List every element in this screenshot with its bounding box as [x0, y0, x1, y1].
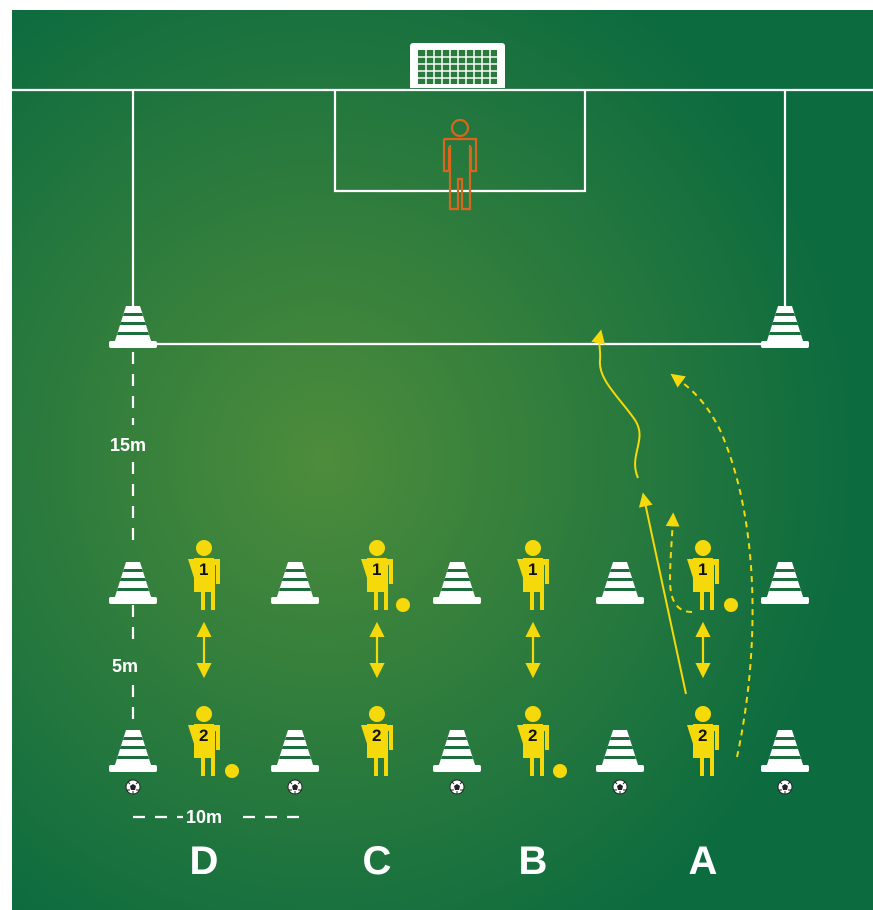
group-b-player-1: 1	[517, 540, 549, 610]
group-label-a: A	[689, 839, 718, 883]
player-number: 2	[372, 726, 381, 745]
soccer-ball-icon	[777, 779, 793, 795]
ball-dot	[724, 598, 738, 612]
goalkeeper-icon	[442, 118, 478, 211]
group-c-player-2: 2	[361, 706, 393, 776]
overlap-run-path	[670, 373, 754, 758]
dribble-path	[591, 329, 641, 479]
group-d-player-1: 1	[188, 540, 220, 610]
ball-dot	[553, 764, 567, 778]
soccer-ball-icon	[125, 779, 141, 795]
pass-path	[638, 492, 687, 695]
distance-label-5m: 5m	[112, 656, 138, 676]
drill-diagram: 15m 5m 10m	[12, 10, 873, 910]
player-number: 1	[372, 560, 381, 579]
group-c-player-1: 1	[361, 540, 393, 610]
soccer-ball-icon	[612, 779, 628, 795]
ball-dot	[396, 598, 410, 612]
soccer-ball-icon	[287, 779, 303, 795]
group-a-player-2: 2	[687, 706, 719, 776]
player-number: 2	[528, 726, 537, 745]
players: 1 2 1 2 1 2 1 2	[188, 540, 719, 776]
group-label-d: D	[190, 839, 219, 883]
pitch-lines	[12, 88, 873, 346]
group-label-b: B	[519, 839, 548, 883]
distance-lines	[131, 352, 302, 819]
group-b-player-2: 2	[517, 706, 549, 776]
player-number: 2	[199, 726, 208, 745]
group-a-player-1: 1	[687, 540, 719, 610]
pitch-background	[12, 10, 873, 910]
distance-label-10m: 10m	[186, 807, 222, 827]
player-number: 1	[199, 560, 208, 579]
movement-paths	[591, 329, 754, 758]
distance-label-15m: 15m	[110, 435, 146, 455]
player-number: 2	[698, 726, 707, 745]
goal-net-icon	[410, 43, 505, 88]
player-number: 1	[698, 560, 707, 579]
pass-arrows	[196, 621, 711, 679]
support-run-path	[665, 512, 693, 613]
group-d-player-2: 2	[188, 706, 220, 776]
ball-dot	[225, 764, 239, 778]
player-number: 1	[528, 560, 537, 579]
player-balls	[225, 598, 738, 778]
group-label-c: C	[363, 839, 392, 883]
soccer-ball-icon	[449, 779, 465, 795]
